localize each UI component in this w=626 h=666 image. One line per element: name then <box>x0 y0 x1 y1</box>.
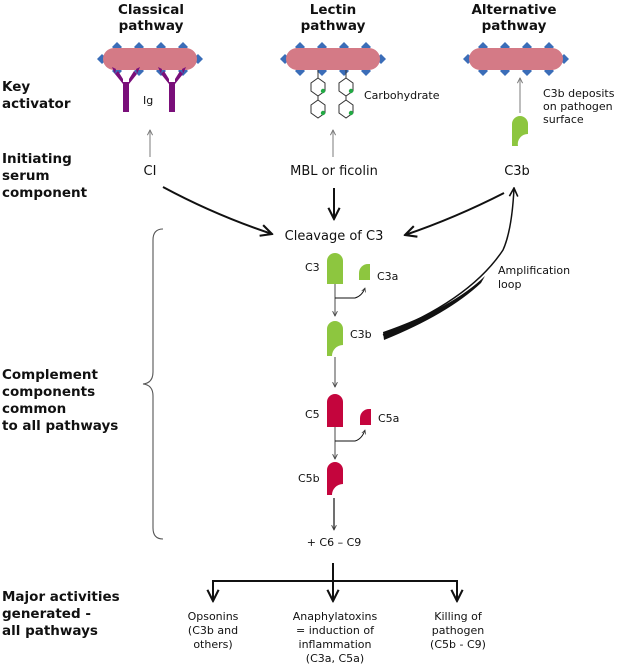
c5a-release-arrow <box>335 430 365 442</box>
svg-text:generated -: generated - <box>2 606 91 622</box>
alternative-serum-component: C3b <box>504 164 530 179</box>
alternative-title-line2: pathway <box>482 18 547 34</box>
svg-text:activator: activator <box>2 96 71 112</box>
activity-opsonins: Opsonins (C3b and others) <box>188 610 239 651</box>
c3a-release-arrow <box>335 288 365 299</box>
svg-text:Key: Key <box>2 79 30 95</box>
svg-text:(C3b and: (C3b and <box>188 624 238 637</box>
c3b-deposit-label-line2: on pathogen <box>543 100 613 113</box>
lectin-serum-component: MBL or ficolin <box>290 164 378 179</box>
cleavage-of-c3-label: Cleavage of C3 <box>285 229 384 244</box>
svg-text:(C3a, C5a): (C3a, C5a) <box>306 652 364 665</box>
svg-text:Complement: Complement <box>2 367 99 383</box>
classical-to-cleavage-arrow <box>162 186 272 234</box>
c3b-deposit-label-line3: surface <box>543 113 584 126</box>
pathogen-lectin-icon <box>280 42 386 76</box>
alternative-title-line1: Alternative <box>471 2 556 18</box>
svg-text:Anaphylatoxins: Anaphylatoxins <box>293 610 378 623</box>
svg-text:= induction of: = induction of <box>296 624 375 637</box>
pathogen-body <box>469 48 563 70</box>
svg-text:common: common <box>2 401 66 417</box>
svg-text:components: components <box>2 384 95 400</box>
c5a-icon <box>360 409 371 425</box>
svg-text:(C5b - C9): (C5b - C9) <box>430 638 486 651</box>
svg-text:Opsonins: Opsonins <box>188 610 239 623</box>
pathogen-body <box>103 48 197 70</box>
svg-text:all pathways: all pathways <box>2 623 98 639</box>
svg-text:serum: serum <box>2 168 50 184</box>
row-label-initiating: Initiating serum component <box>2 151 88 201</box>
amplification-label-line1: Amplification <box>498 264 570 277</box>
svg-text:Initiating: Initiating <box>2 151 72 167</box>
activity-killing: Killing of pathogen (C5b - C9) <box>430 610 486 651</box>
antibody-icon <box>112 67 186 112</box>
ig-label: Ig <box>143 94 153 107</box>
c5-label: C5 <box>305 408 320 421</box>
c5a-label: C5a <box>378 412 399 425</box>
row-label-common: Complement components common to all path… <box>2 367 118 434</box>
c3b-deposit-icon <box>512 116 528 146</box>
pathogen-alternative-icon <box>463 42 569 76</box>
svg-text:inflammation: inflammation <box>299 638 372 651</box>
carbohydrate-label: Carbohydrate <box>364 89 440 102</box>
c3b-label: C3b <box>350 328 372 341</box>
row-label-key-activator: Key activator <box>2 79 71 112</box>
classical-title-line1: Classical <box>118 2 184 18</box>
terminal-components-label: + C6 – C9 <box>307 536 362 549</box>
lectin-title-line1: Lectin <box>310 2 356 18</box>
c5b-icon <box>327 462 343 495</box>
pathway-header-alternative: Alternative pathway <box>471 2 556 34</box>
activity-anaphylatoxins: Anaphylatoxins = induction of inflammati… <box>293 610 378 665</box>
activities-branch <box>212 563 458 601</box>
pathogen-classical-icon <box>97 42 203 76</box>
c3b-icon <box>327 321 343 356</box>
pathway-header-lectin: Lectin pathway <box>301 2 366 34</box>
c5b-label: C5b <box>298 472 320 485</box>
svg-text:component: component <box>2 185 88 201</box>
amplification-loop-wedge <box>383 276 485 340</box>
c3a-icon <box>359 264 370 280</box>
amplification-label-line2: loop <box>498 278 522 291</box>
c3a-label: C3a <box>377 270 398 283</box>
c3-icon <box>327 253 343 284</box>
c3-label: C3 <box>305 261 320 274</box>
amplification-loop-arrow <box>382 188 514 336</box>
classical-title-line2: pathway <box>119 18 184 34</box>
svg-text:Killing of: Killing of <box>434 610 483 623</box>
c5-icon <box>327 394 343 427</box>
svg-text:others): others) <box>193 638 232 651</box>
common-components-bracket <box>142 228 164 540</box>
pathogen-body <box>286 48 380 70</box>
classical-serum-component: CI <box>144 164 157 179</box>
svg-text:Major activities: Major activities <box>2 589 120 605</box>
pathway-header-classical: Classical pathway <box>118 2 184 34</box>
row-label-activities: Major activities generated - all pathway… <box>2 589 120 639</box>
c3b-deposit-label-line1: C3b deposits <box>543 87 615 100</box>
svg-text:to all pathways: to all pathways <box>2 418 118 434</box>
carbohydrate-icon <box>310 70 354 119</box>
svg-text:pathogen: pathogen <box>432 624 484 637</box>
lectin-title-line2: pathway <box>301 18 366 34</box>
alternative-to-cleavage-arrow <box>405 192 505 235</box>
